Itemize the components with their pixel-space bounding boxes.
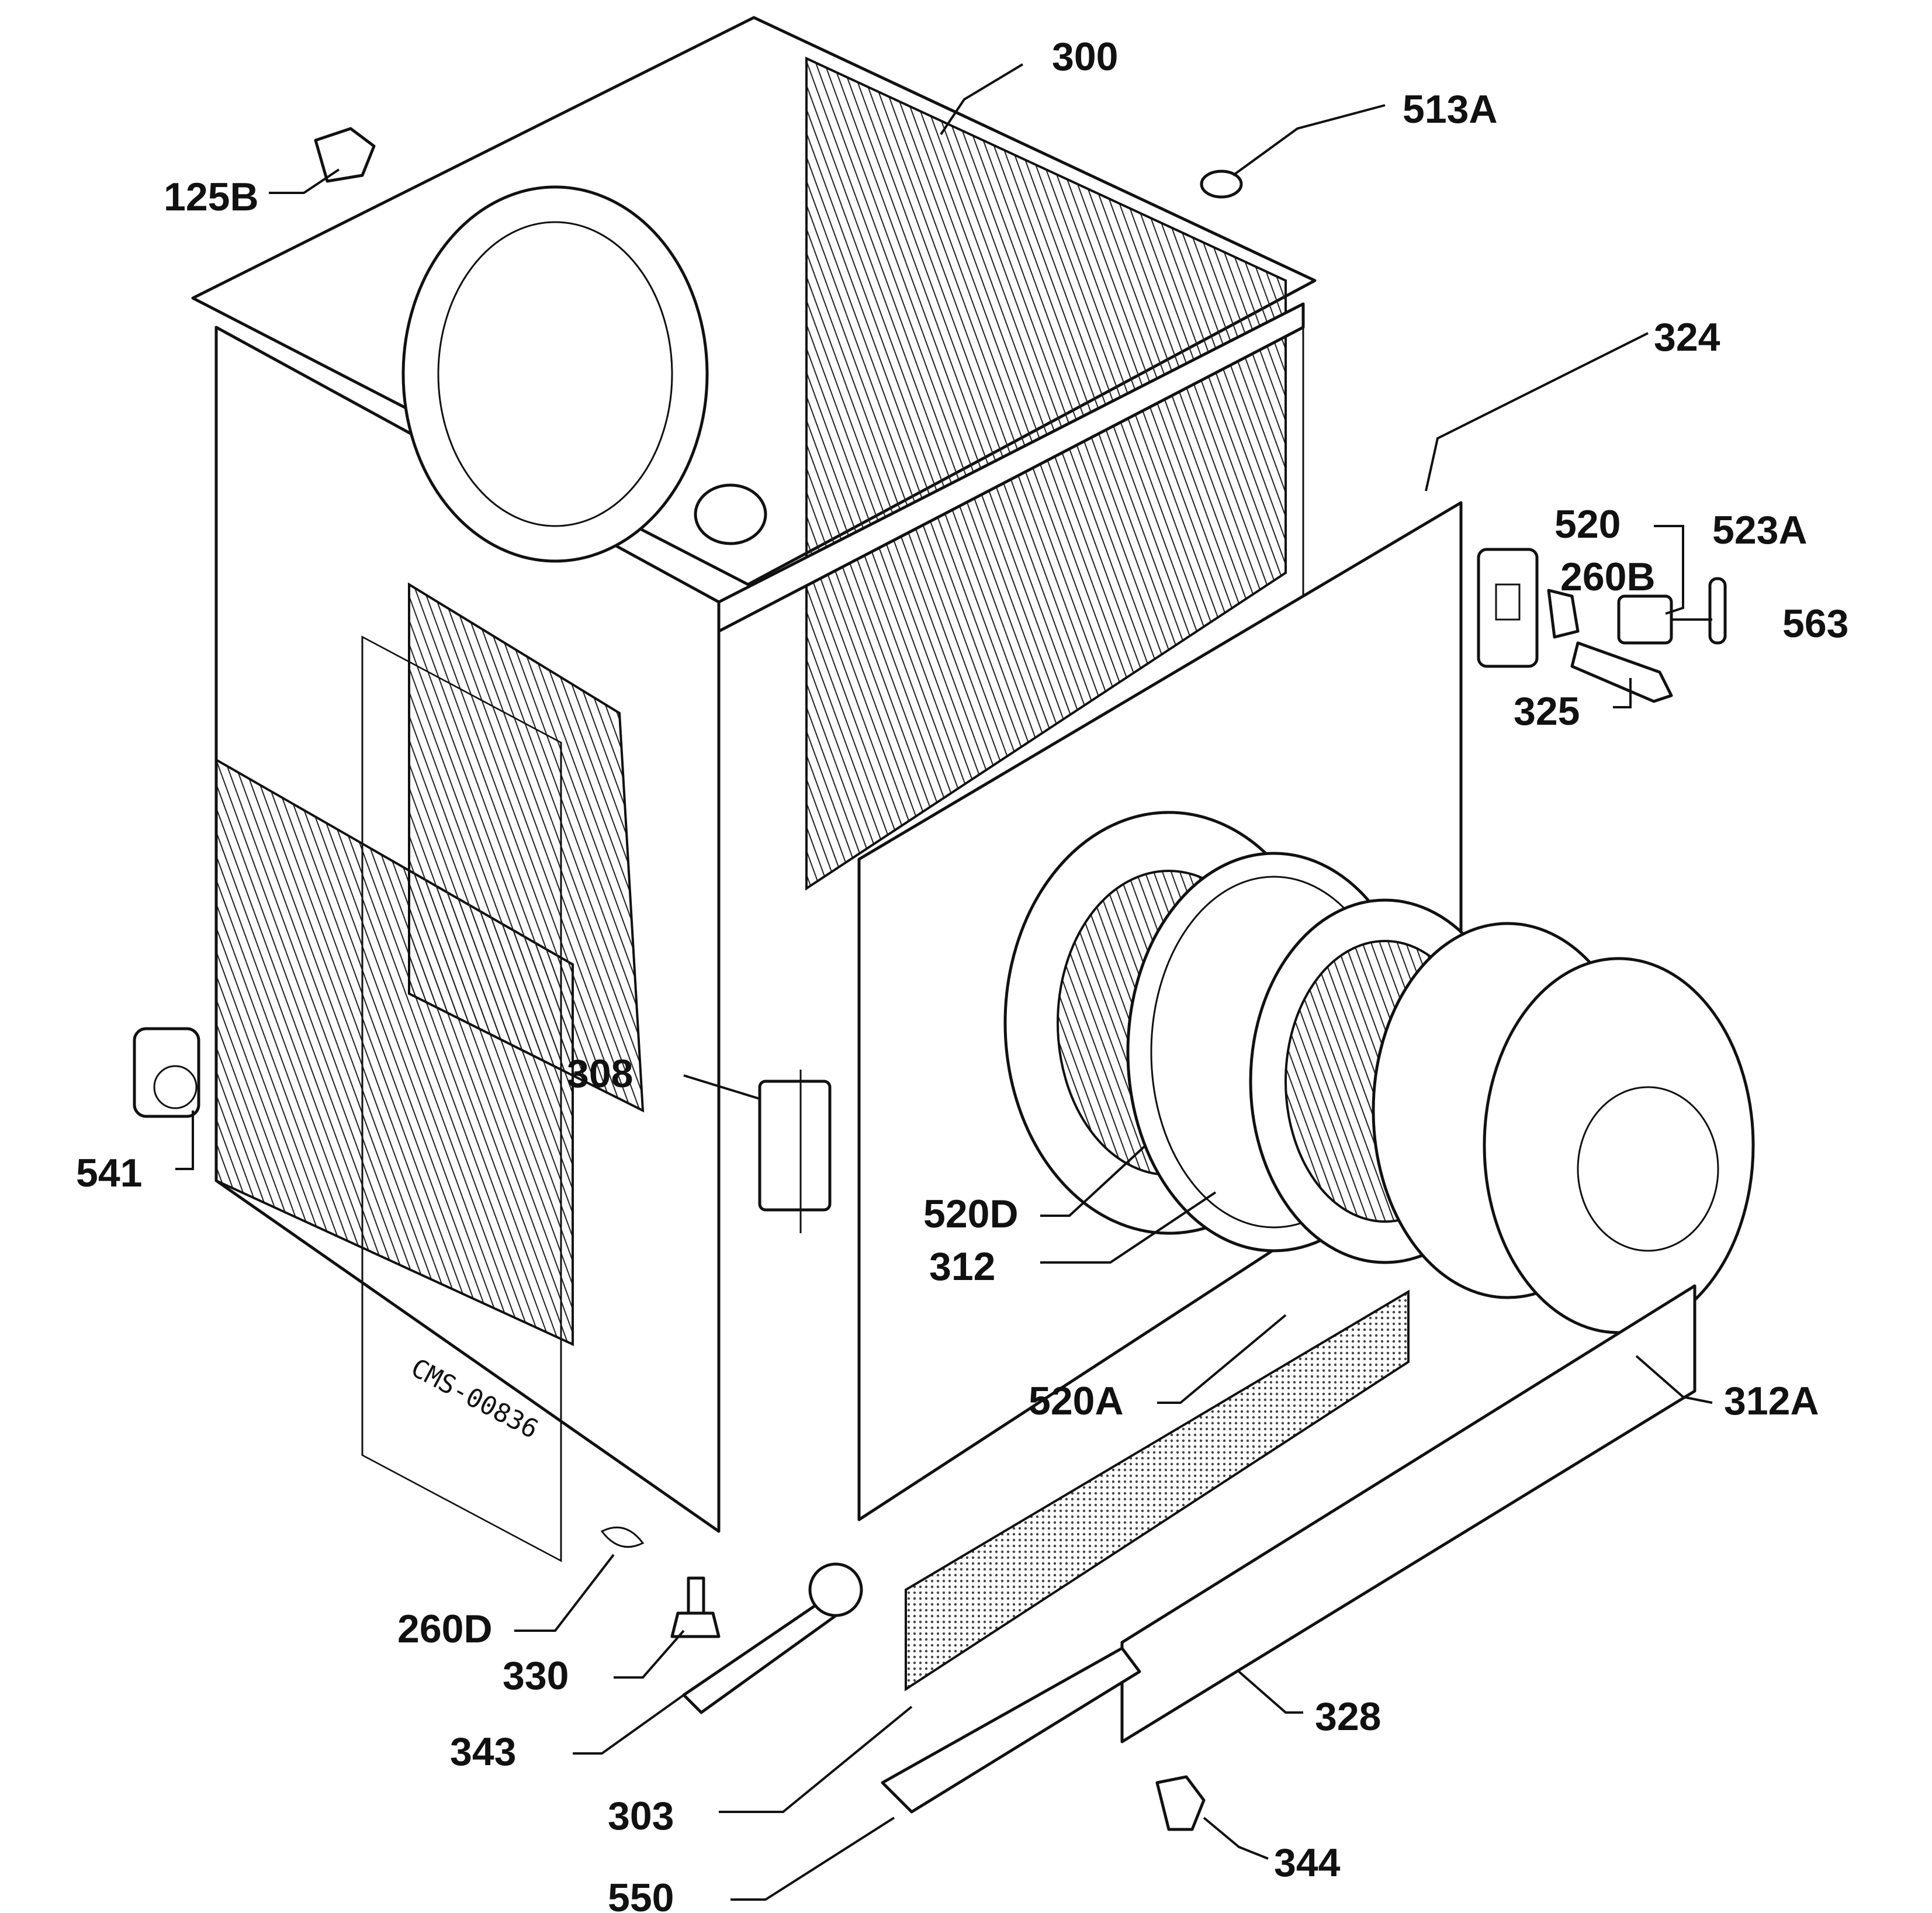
leader-520d [1040, 1144, 1147, 1217]
label-513a: 513A [1403, 87, 1498, 132]
foot-330-screw [687, 1576, 705, 1615]
label-325: 325 [1514, 689, 1580, 734]
leader-303 [719, 1706, 913, 1813]
label-260b: 260B [1560, 555, 1656, 599]
tub-inner-ring [437, 221, 673, 527]
leader-300 [940, 63, 1024, 136]
leader-523a [1654, 525, 1684, 615]
bracket-550 [881, 1646, 1141, 1814]
label-344: 344 [1274, 1841, 1341, 1885]
label-523a: 523A [1712, 508, 1808, 552]
leader-330 [614, 1630, 685, 1679]
leader-260d [514, 1554, 615, 1632]
door-cover-312a [1483, 957, 1755, 1334]
leader-343 [573, 1694, 685, 1755]
leader-125b [269, 168, 340, 194]
leader-550 [730, 1817, 895, 1901]
label-520: 520 [1554, 502, 1621, 546]
cabinet-left-inset [361, 635, 562, 1562]
label-260d: 260D [397, 1607, 493, 1651]
leader-312 [1040, 1191, 1217, 1264]
foot-330-icon [670, 1611, 721, 1638]
cabinet-back-panel [805, 56, 1287, 891]
door-assembly-drawing [1126, 852, 1755, 1334]
label-328: 328 [1315, 1694, 1381, 1739]
label-312a: 312A [1724, 1379, 1819, 1423]
leader-520a [1157, 1314, 1287, 1404]
leader-325 [1613, 678, 1632, 708]
pin-563-icon [1708, 577, 1727, 645]
label-550: 550 [608, 1876, 674, 1913]
hinge-520-slot [1495, 583, 1521, 621]
label-343: 343 [450, 1729, 516, 1774]
leader-324 [1425, 332, 1649, 492]
tub-opening [401, 185, 709, 563]
latch-523a-icon [1617, 594, 1673, 645]
leader-513a [1232, 104, 1386, 177]
label-125b: 125B [164, 175, 259, 219]
valve-541-port [153, 1065, 198, 1109]
cabinet-left-curve-shading [408, 582, 645, 1113]
wrench-343-ring [808, 1562, 863, 1617]
label-541: 541 [76, 1151, 142, 1195]
clip-260d-icon [600, 1526, 645, 1548]
small-parts-drawing [133, 127, 1727, 1831]
leader-308 [683, 1074, 760, 1100]
lever-325-icon [1570, 641, 1673, 703]
clip-125b-icon [314, 127, 376, 183]
kickplate-328 [1120, 1284, 1696, 1744]
hinge-520-icon [1477, 548, 1539, 668]
label-303: 303 [608, 1794, 674, 1838]
leader-328 [1238, 1670, 1303, 1714]
valve-541-icon [133, 1027, 200, 1118]
clip-344-icon [1155, 1775, 1206, 1831]
hinge-bracket-308-icon [758, 1080, 832, 1212]
label-330: 330 [503, 1653, 569, 1698]
grommet-513a-icon [1200, 169, 1243, 199]
label-308: 308 [567, 1051, 633, 1096]
leader-lines [175, 63, 1713, 1901]
cabinet-drawing [191, 16, 1317, 1562]
leader-344 [1203, 1817, 1269, 1860]
tub-port [694, 483, 767, 545]
leader-312a [1635, 1355, 1713, 1404]
label-520d: 520D [923, 1192, 1019, 1236]
door-cover-center [1577, 1086, 1719, 1252]
label-312: 312 [929, 1244, 995, 1289]
label-520a: 520A [1029, 1379, 1124, 1423]
label-324: 324 [1654, 315, 1720, 359]
leader-541 [175, 1111, 194, 1170]
callout-labels: 300 513A 125B 324 520 523A 260B 563 325 … [76, 34, 1848, 1913]
label-563: 563 [1782, 601, 1848, 646]
clip-260b-icon [1547, 589, 1580, 639]
label-300: 300 [1052, 34, 1118, 79]
filter-strip-303 [905, 1289, 1410, 1691]
kickplate-drawing [881, 1284, 1696, 1814]
